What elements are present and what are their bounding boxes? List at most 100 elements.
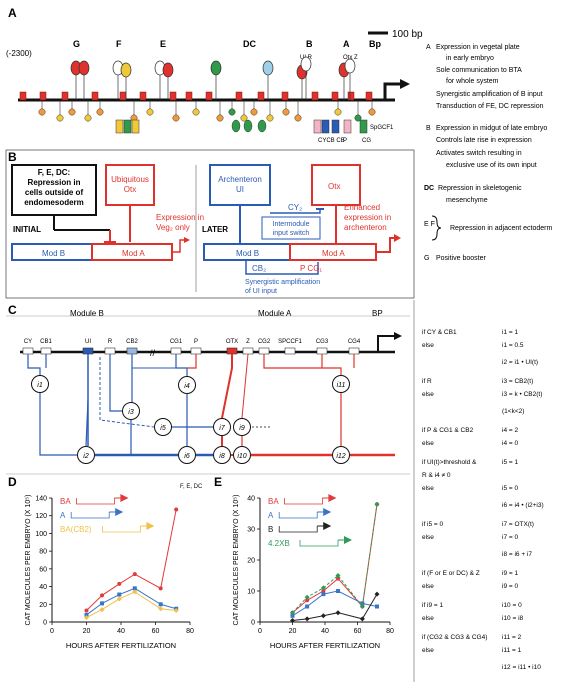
panel-a: A 100 bp (-2300) G F E DC B A Bp UI R Ot… (6, 6, 423, 144)
ubiquitous-otx-box (105, 164, 155, 206)
x-tick-label: 0 (50, 628, 54, 635)
text-line: endomesoderm (24, 198, 84, 207)
logic-condition: if UI(t)>threshold & (422, 459, 477, 466)
site-dot (68, 108, 76, 116)
fedc-box (11, 164, 97, 216)
site-block (331, 119, 340, 134)
legend-label-BA: BA (60, 497, 71, 506)
logic-condition: if i9 = 1 (422, 602, 444, 609)
y-tick-label: 100 (35, 531, 47, 538)
data-point (374, 501, 380, 507)
data-point (335, 573, 341, 578)
legend-arrowhead (344, 536, 352, 544)
c-site-box (242, 347, 254, 355)
panel-b-frame (5, 149, 415, 299)
site-block (115, 119, 124, 134)
note-b-line-2: Controls late rise in expression (436, 137, 532, 144)
legend-arrowhead (328, 494, 337, 502)
legend-construct (278, 512, 318, 519)
site-block (131, 119, 140, 134)
c-site-label: SPCCF1 (278, 339, 302, 345)
cb2-label: CB₂ (252, 264, 266, 273)
later-output-arrowhead (394, 234, 401, 242)
c-bp-arrow (377, 335, 396, 352)
cy2-label: CY₂ (288, 203, 302, 212)
site-block (123, 119, 132, 134)
site-dot (216, 114, 224, 122)
site-box (185, 91, 193, 101)
c-dashed-connector (99, 357, 155, 428)
y-tick-label: 10 (247, 589, 255, 596)
y-tick-label: 120 (35, 513, 47, 520)
legend-construct (102, 526, 141, 533)
data-point (336, 576, 340, 581)
site-box (331, 91, 339, 101)
logic-condition: if (F or E or DC) & Z (422, 570, 480, 577)
cb2-loop (245, 260, 319, 275)
y-tick-label: 40 (39, 584, 47, 591)
legend-arrowhead (146, 522, 155, 530)
x-tick-label: 0 (258, 628, 262, 635)
data-point (132, 572, 137, 577)
data-point (321, 589, 326, 593)
legend-label-BA(CB2): BA(CB2) (60, 525, 92, 534)
series-line-4.2XB (292, 504, 378, 614)
node-label-i3: i3 (128, 409, 134, 416)
data-point (132, 589, 138, 595)
c-site-label: CG4 (348, 339, 361, 345)
y-tick-label: 30 (247, 527, 255, 534)
x-axis-label: HOURS AFTER FERTILIZATION (270, 641, 380, 650)
site-dot (228, 108, 236, 116)
text-line: archenteron (344, 223, 387, 232)
logic-condition: if CY & CB1 (422, 329, 457, 336)
logic-result: i12 = i11 • i10 (502, 664, 541, 671)
c-site-box (170, 347, 182, 355)
y-tick-label: 60 (39, 566, 47, 573)
c-connector (187, 354, 197, 369)
node-i11 (332, 375, 350, 393)
logic-condition: else (422, 534, 434, 541)
data-point (132, 586, 137, 591)
note-dc-line-2: mesenchyme (446, 197, 488, 204)
data-point (304, 616, 310, 622)
data-point (359, 604, 365, 609)
data-point (375, 604, 379, 609)
data-point (174, 507, 179, 512)
logic-result: i1 = 0.5 (502, 342, 524, 349)
logic-result: i4 = 0 (502, 440, 518, 447)
site-box (311, 91, 319, 101)
module-e-label: E (160, 39, 166, 49)
logic-condition: R & i4 ≠ 0 (422, 472, 451, 479)
mod-b-initial-label: Mod B (42, 249, 65, 258)
data-point (290, 617, 295, 623)
site-block (343, 119, 352, 134)
text-line: Otx (124, 185, 136, 194)
y-tick-label: 80 (39, 549, 47, 556)
y-axis-label: CAT MOLECULES PER EMBRYO (X 10⁵) (25, 495, 32, 626)
data-point (304, 594, 310, 600)
data-point (359, 616, 365, 622)
note-dc-key: DC (424, 185, 434, 192)
site-dot (294, 114, 302, 122)
module-b-title: Module B (70, 309, 104, 318)
data-point (99, 607, 105, 613)
data-point (336, 589, 340, 593)
module-a-title: Module A (258, 309, 292, 318)
site-oval (210, 60, 222, 76)
site-oval (120, 62, 132, 78)
logic-result: i10 = i8 (502, 615, 524, 622)
logic-condition: if P & CG1 & CB2 (422, 427, 474, 434)
c-site-label: R (108, 339, 113, 345)
data-point (320, 613, 326, 619)
legend-construct (278, 526, 318, 533)
c-site-label: CY (24, 339, 32, 345)
node-i8 (213, 446, 231, 464)
node-label-i1: i1 (37, 382, 43, 389)
x-tick-label: 60 (152, 628, 160, 635)
